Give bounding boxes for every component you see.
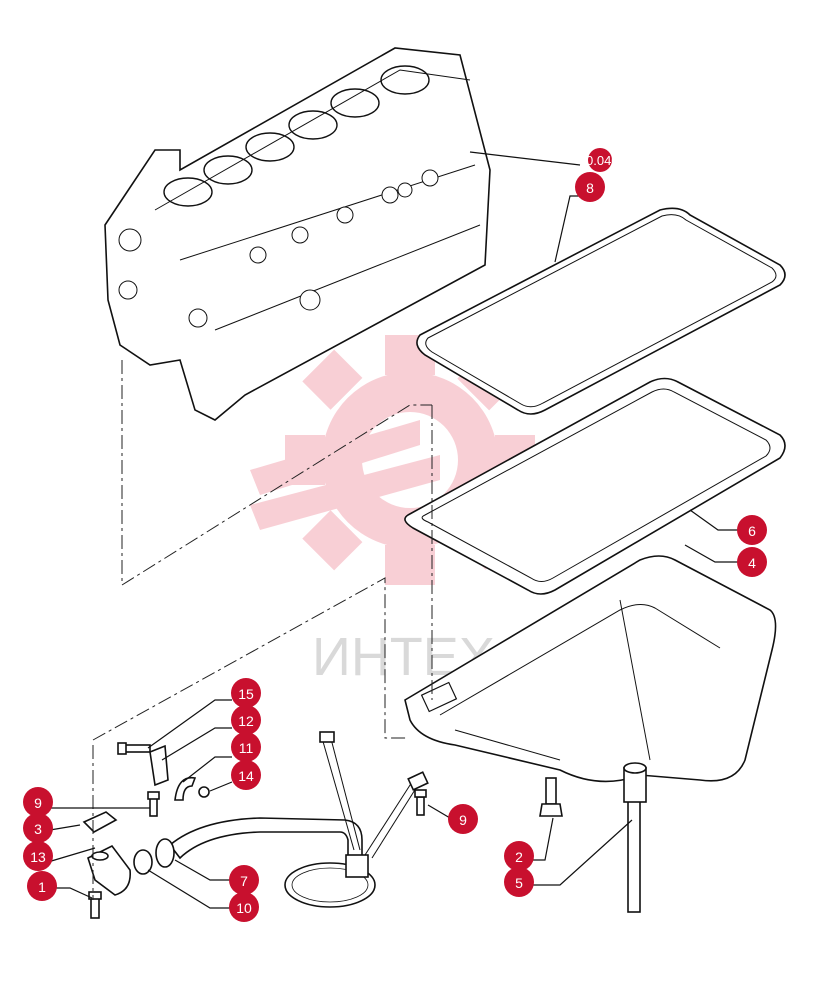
callout-circle xyxy=(23,787,53,817)
svg-text:0.040: 0.040 xyxy=(586,153,619,168)
callout-badge-12: 12 xyxy=(231,705,261,735)
callout-badge-6: 6 xyxy=(737,515,767,545)
callout-badge-10: 10 xyxy=(229,892,259,922)
callout-badge-9: 9 xyxy=(23,787,53,817)
bracket-bolt xyxy=(117,742,151,755)
callout-badge-8: 8 xyxy=(575,172,605,202)
callout-circle xyxy=(231,705,261,735)
dipstick xyxy=(623,762,647,913)
callout-badge-13: 13 xyxy=(23,841,53,871)
callout-number: 9 xyxy=(459,812,467,828)
small-bolt-right xyxy=(414,789,427,816)
reference-label: 0.040 xyxy=(586,148,619,172)
callout-badge-2: 2 xyxy=(504,841,534,871)
callout-number: 4 xyxy=(748,555,756,571)
o-ring xyxy=(133,849,153,875)
callout-circle xyxy=(575,172,605,202)
callout-circle xyxy=(23,813,53,843)
callout-badge-3: 3 xyxy=(23,813,53,843)
engine-block xyxy=(104,47,491,421)
callout-circle xyxy=(504,867,534,897)
callout-number: 10 xyxy=(236,900,252,916)
oil-pan-bolt xyxy=(539,777,563,817)
callout-number: 11 xyxy=(239,740,254,756)
callout-number: 5 xyxy=(515,875,523,891)
oil-suction-pipe xyxy=(168,731,429,908)
nut xyxy=(198,786,210,798)
pipe-flange xyxy=(155,838,175,868)
cover-plate xyxy=(82,811,118,833)
support-bracket xyxy=(149,744,169,787)
clamp xyxy=(174,776,197,801)
small-bolt-left xyxy=(147,791,160,817)
oil-pan xyxy=(404,555,777,783)
mounting-block xyxy=(87,844,132,896)
callout-badge-9: 9 xyxy=(448,804,478,834)
callout-circle xyxy=(27,871,57,901)
callout-layer: 8 6 4 15 12 11 14 9 3 13 1 9 7 10 2 5 xyxy=(23,172,767,922)
callout-circle xyxy=(231,678,261,708)
callout-circle xyxy=(448,804,478,834)
upper-gasket xyxy=(416,207,786,415)
assembly-lines xyxy=(92,360,433,900)
callout-number: 9 xyxy=(34,795,42,811)
callout-number: 13 xyxy=(30,849,46,865)
callout-circle xyxy=(737,515,767,545)
callout-badge-5: 5 xyxy=(504,867,534,897)
callout-number: 2 xyxy=(515,849,523,865)
callout-number: 15 xyxy=(238,686,254,702)
bottom-bolt xyxy=(88,891,102,919)
callout-circle xyxy=(231,732,261,762)
callout-badge-15: 15 xyxy=(231,678,261,708)
callout-number: 6 xyxy=(748,523,756,539)
oil-pan-frame xyxy=(404,377,786,595)
callout-number: 3 xyxy=(34,821,42,837)
callout-number: 14 xyxy=(238,768,254,784)
callout-badge-1: 1 xyxy=(27,871,57,901)
callout-circle xyxy=(229,892,259,922)
callout-circle xyxy=(229,865,259,895)
callout-circle xyxy=(504,841,534,871)
callout-badge-4: 4 xyxy=(737,547,767,577)
callout-circle xyxy=(737,547,767,577)
callout-number: 7 xyxy=(240,873,248,889)
callout-number: 1 xyxy=(38,879,46,895)
callout-number: 8 xyxy=(586,180,594,196)
callout-badge-7: 7 xyxy=(229,865,259,895)
callout-circle xyxy=(231,760,261,790)
callout-circle xyxy=(23,841,53,871)
callout-badge-11: 11 xyxy=(231,732,261,762)
callout-badge-14: 14 xyxy=(231,760,261,790)
callout-number: 12 xyxy=(238,713,254,729)
